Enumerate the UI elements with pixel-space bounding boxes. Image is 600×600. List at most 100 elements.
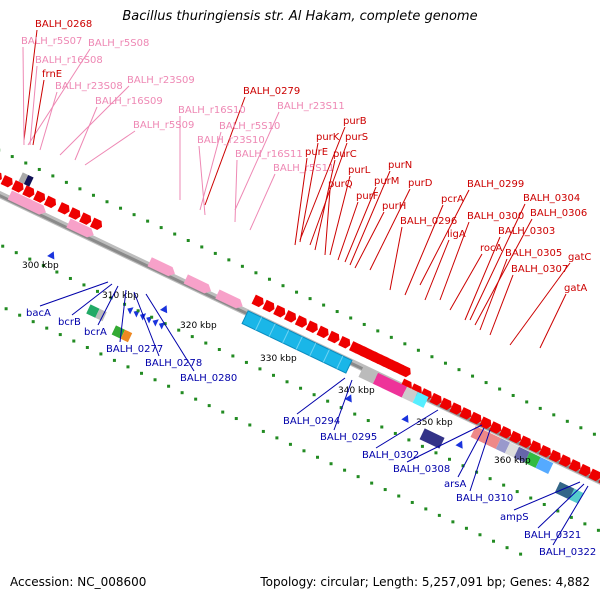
label-leader-line [39,281,109,307]
label-leader-line [329,175,351,256]
gene-label: gatC [568,252,591,263]
label-leader-line [249,173,276,231]
cds-arrow [449,402,462,415]
track-tick [204,341,208,345]
scale-label: 350 kbp [416,418,453,428]
gene-label: ampS [500,512,529,523]
gene-label: BALH_r5S10 [219,121,280,132]
track-tick [1,244,5,248]
reverse-arrow [158,322,166,330]
track-tick [207,404,211,408]
label-leader-line [389,226,403,291]
track-tick [31,320,35,324]
label-leader-line [489,274,514,336]
gene-label: purQ [328,179,353,190]
gene-label: bcrB [58,317,81,328]
track-tick [437,513,441,517]
cds-arrow [284,310,297,323]
track-tick [447,457,451,461]
accession-text: Accession: NC_008600 [10,575,147,589]
track-tick [556,509,560,513]
cds-arrow [398,364,411,378]
track-tick [492,539,496,543]
cds-arrow [273,304,286,318]
track-tick [153,378,157,382]
scale-label: 330 kbp [260,354,297,364]
track-tick [68,276,72,280]
cds-arrow [0,174,13,188]
gene-label: BALH_r16S11 [235,149,303,160]
gene-block [401,386,418,403]
track-tick [105,200,109,204]
gene-label: purL [348,165,371,176]
gene-block [86,304,100,318]
track-tick [186,238,190,242]
gene-label: ligA [447,229,466,240]
gene-label: BALH_0280 [180,373,237,384]
gene-block [504,442,519,458]
gene-label: purH [382,201,406,212]
track-tick [24,161,28,165]
label-leader-line [337,201,359,261]
label-leader-line [294,157,308,246]
gene-label: BALH_0294 [283,416,340,427]
track-tick [393,431,397,435]
track-tick [85,345,89,349]
track-tick [583,522,587,526]
cds-arrow [294,315,307,328]
gene-label: purN [388,160,412,171]
cds-arrow [89,217,103,231]
cds-arrow [251,294,264,308]
summary-text: Topology: circular; Length: 5,257,091 bp… [260,575,590,589]
gene-label: BALH_0277 [106,344,163,355]
label-leader-line [145,293,195,372]
track-tick [488,477,492,481]
label-leader-line [424,239,450,301]
label-leader-line [349,170,391,266]
reverse-arrow [139,313,147,321]
track-tick [308,297,312,301]
gene-label: BALH_0303 [498,226,555,237]
track-tick [362,322,366,326]
gene-label: BALH_r16S09 [95,96,163,107]
track-tick [457,368,461,372]
cds-forward-track [0,169,600,486]
label-leader-line [119,289,127,343]
track-tick [217,348,221,352]
label-leader-line [74,106,98,161]
label-leader-line [539,293,567,349]
label-leader-line [333,379,353,431]
gene-block [524,451,541,468]
track-tick [244,360,248,364]
track-tick [370,481,374,485]
track-tick [99,352,103,356]
track-tick [285,380,289,384]
track-tick [383,488,387,492]
track-tick [41,264,45,268]
cds-arrow [79,212,92,225]
cds-arrow [11,180,24,193]
cds-arrow [68,207,81,220]
track-tick [248,423,252,427]
gene-label: BALH_0268 [35,19,92,30]
gene-label: BALH_r5S11 [273,163,334,174]
track-tick [464,526,468,530]
track-tick [451,520,455,524]
pur-operon-divider [322,349,330,363]
gene-label: bacA [26,308,51,319]
cds-arrow [57,202,70,215]
cds-arrow [387,359,400,373]
gene-label: BALH_0299 [467,179,524,190]
rna-track [7,172,554,474]
rna-block [66,218,94,238]
reverse-arrow [401,414,409,423]
track-tick [569,515,573,519]
gene-label: frnE [42,69,62,80]
gene-block [419,428,445,449]
track-tick [109,296,113,300]
cds-arrow [558,454,571,467]
track-tick [329,462,333,466]
gene-label: BALH_0310 [456,493,513,504]
track-tick [200,245,204,249]
